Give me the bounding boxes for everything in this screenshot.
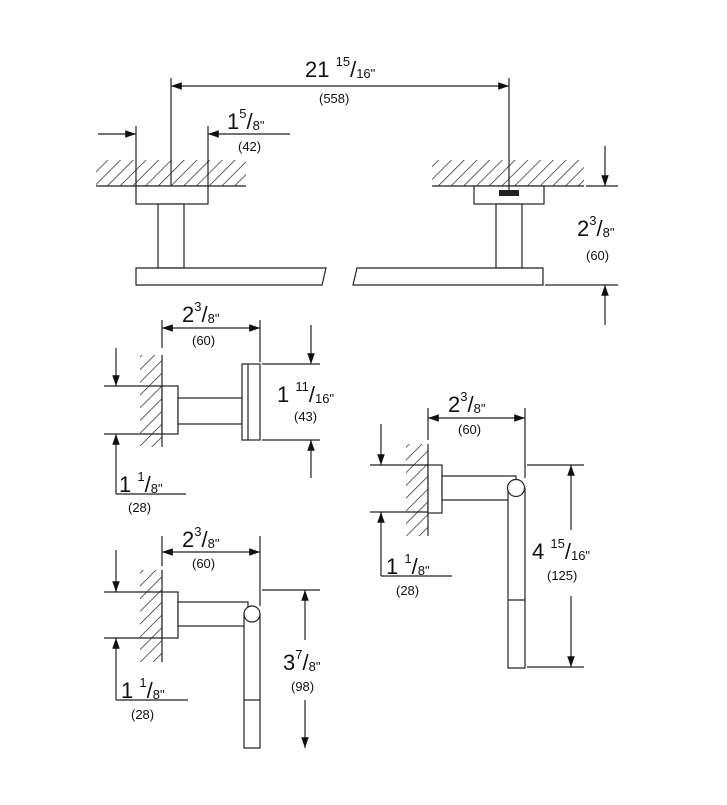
projection-label-a: 23/8" — [182, 299, 220, 327]
projection-mm-b: (60) — [192, 556, 216, 571]
base-mm-a: (28) — [128, 500, 152, 515]
height-mm: (60) — [586, 248, 610, 263]
arm — [441, 475, 517, 501]
base-mm-c: (28) — [396, 583, 420, 598]
set-screw — [499, 190, 519, 196]
arm — [177, 601, 249, 627]
ceiling-hatch-right — [432, 160, 584, 186]
top-view — [96, 78, 618, 325]
bar-left — [135, 267, 327, 286]
side-view-a — [104, 320, 320, 495]
arm — [177, 397, 243, 425]
projection-mm-c: (60) — [458, 422, 482, 437]
base-width-label: 15/8" — [227, 106, 265, 134]
hanging-bar — [243, 613, 261, 749]
base-width-mm: (42) — [238, 139, 262, 154]
end-height-label-a: 1 11/16" — [277, 379, 335, 407]
hanging-bar — [507, 487, 526, 669]
wall-plate — [161, 385, 179, 435]
bar-right — [352, 267, 544, 286]
mount-post-left — [157, 203, 185, 269]
base-label-a: 1 1/8" — [119, 469, 163, 497]
end-cap — [241, 363, 261, 441]
wall-plate — [161, 591, 179, 639]
wall-plate — [427, 464, 443, 514]
projection-mm-a: (60) — [192, 333, 216, 348]
drop-mm-c: (125) — [547, 568, 578, 583]
end-height-mm-a: (43) — [294, 409, 318, 424]
drop-mm-b: (98) — [291, 679, 315, 694]
side-view-c — [370, 408, 584, 669]
wall-hatch — [406, 444, 428, 536]
span-mm: (558) — [319, 91, 350, 106]
drop-label-b: 37/8" — [283, 647, 321, 675]
mount-post-right — [495, 203, 523, 269]
pivot-joint — [243, 605, 261, 623]
pivot-joint — [506, 478, 526, 498]
base-label-c: 1 1/8" — [386, 551, 430, 579]
wall-hatch — [140, 570, 162, 662]
mount-base-left — [135, 185, 209, 205]
drop-label-c: 4 15/16" — [532, 536, 591, 564]
base-mm-b: (28) — [131, 707, 155, 722]
height-label: 23/8" — [577, 213, 615, 241]
wall-hatch — [140, 355, 162, 447]
side-view-b — [104, 536, 320, 749]
projection-label-b: 23/8" — [182, 524, 220, 552]
base-label-b: 1 1/8" — [121, 675, 165, 703]
projection-label-c: 23/8" — [448, 389, 486, 417]
span-label: 21 15/16" — [305, 54, 376, 82]
